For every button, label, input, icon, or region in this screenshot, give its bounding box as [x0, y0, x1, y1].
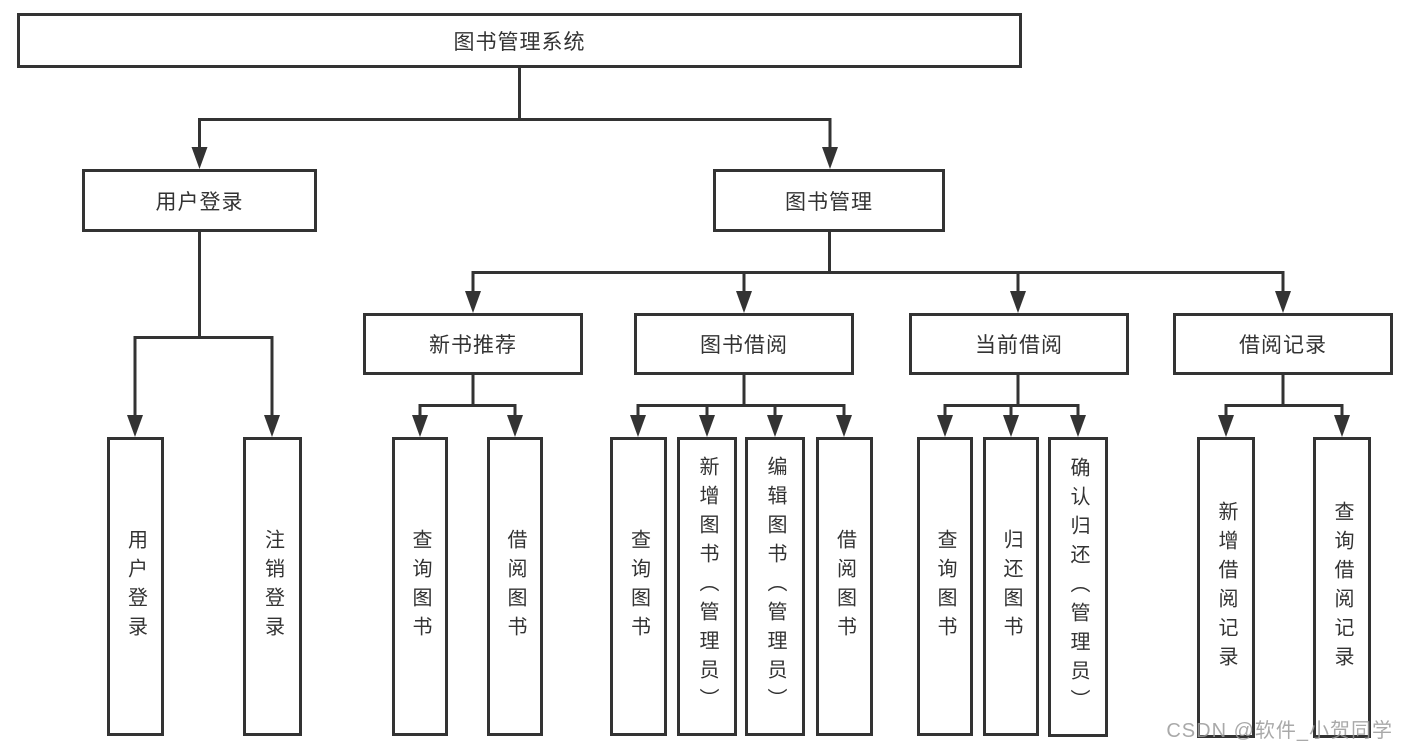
node-label: 用户登录 [155, 190, 244, 214]
leaf-borrow-books-recommend: 借阅图书 [487, 437, 543, 736]
leaf-label: 新增借阅记录 [1215, 500, 1237, 675]
leaf-query-books-recommend: 查询图书 [392, 437, 448, 736]
node-label: 借阅记录 [1239, 334, 1327, 357]
leaf-query-books-borrow: 查询图书 [610, 437, 667, 736]
node-label: 新书推荐 [429, 334, 517, 357]
leaf-query-borrow-record: 查询借阅记录 [1313, 437, 1371, 738]
leaf-label: 查询图书 [627, 528, 650, 645]
leaf-return-books: 归还图书 [983, 437, 1039, 736]
arrowhead-icons [127, 147, 1350, 437]
leaf-label: 编辑图书（管理员） [764, 456, 786, 717]
leaf-user-login: 用户登录 [107, 437, 164, 736]
leaf-query-books-current: 查询图书 [917, 437, 973, 736]
leaf-label: 查询图书 [934, 528, 956, 645]
leaf-edit-books-admin: 编辑图书（管理员） [745, 437, 805, 736]
csdn-watermark: CSDN @软件_小贺同学 [1166, 720, 1393, 742]
leaf-label: 查询借阅记录 [1331, 500, 1353, 675]
node-label: 图书管理 [785, 190, 873, 214]
node-book-management: 图书管理 [713, 169, 945, 232]
leaf-label: 借阅图书 [833, 528, 856, 645]
leaf-label: 借阅图书 [504, 528, 526, 645]
node-label: 图书借阅 [700, 334, 788, 357]
node-current-borrow: 当前借阅 [909, 313, 1129, 375]
node-library-management-system: 图书管理系统 [17, 13, 1022, 68]
leaf-label: 查询图书 [409, 528, 431, 645]
leaf-confirm-return-admin: 确认归还（管理员） [1048, 437, 1108, 737]
node-label: 当前借阅 [975, 334, 1063, 357]
leaf-add-books-admin: 新增图书（管理员） [677, 437, 737, 736]
node-new-book-recommend: 新书推荐 [363, 313, 583, 375]
leaf-label: 新增图书（管理员） [696, 456, 718, 717]
leaf-label: 用户登录 [124, 528, 147, 645]
leaf-label: 归还图书 [1000, 528, 1022, 645]
node-label: 图书管理系统 [453, 30, 586, 54]
leaf-label: 注销登录 [261, 528, 284, 645]
leaf-add-borrow-record: 新增借阅记录 [1197, 437, 1255, 738]
leaf-logout: 注销登录 [243, 437, 302, 736]
node-user-login: 用户登录 [82, 169, 317, 232]
node-borrow-records: 借阅记录 [1173, 313, 1393, 375]
node-book-borrow: 图书借阅 [634, 313, 854, 375]
leaf-label: 确认归还（管理员） [1067, 456, 1089, 718]
leaf-borrow-books: 借阅图书 [816, 437, 873, 736]
